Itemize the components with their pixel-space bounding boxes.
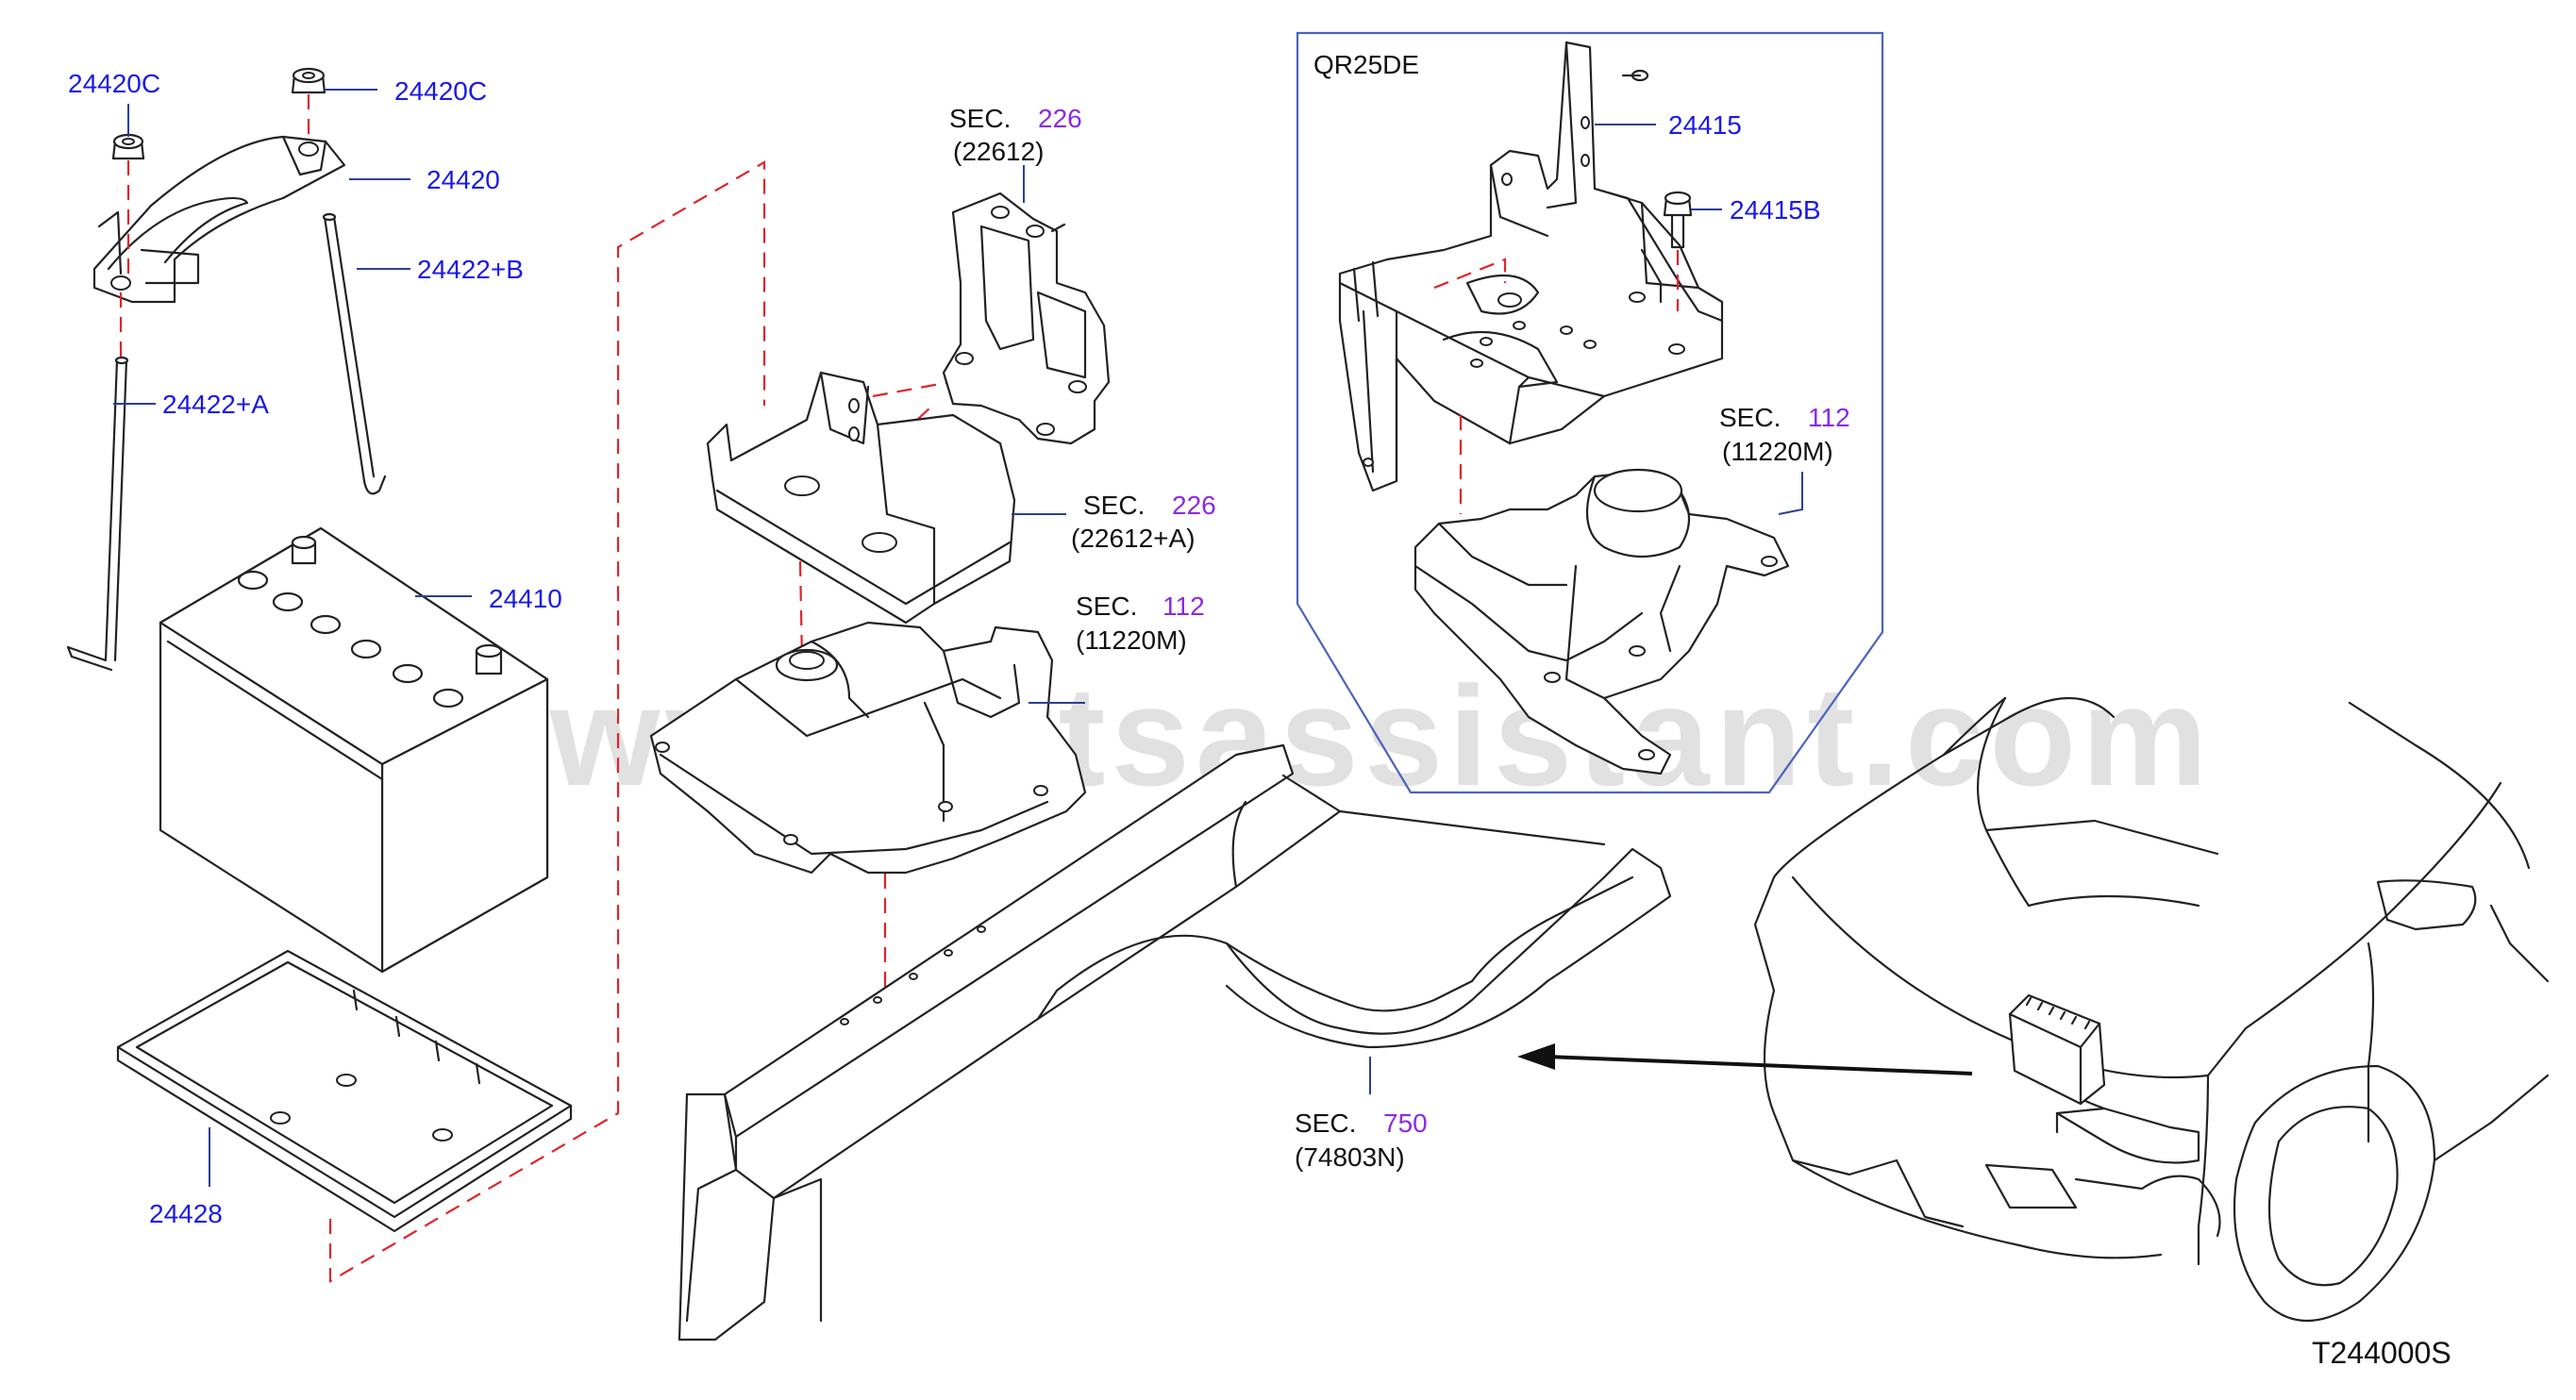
bracket-22612[interactable]	[942, 192, 1111, 445]
section-number: 226	[1038, 104, 1082, 133]
section-number: 112	[1808, 403, 1850, 432]
hex-nut-left[interactable]	[111, 133, 145, 160]
battery-cell-caps	[237, 570, 464, 708]
part-label-24415[interactable]: 24415	[1668, 110, 1742, 140]
part-label-24422b[interactable]: 24422+B	[417, 255, 524, 284]
bolt-24415b[interactable]	[1663, 191, 1693, 249]
section-code: (22612)	[953, 137, 1045, 166]
part-label-24422a[interactable]: 24422+A	[162, 390, 269, 419]
battery-terminal-negative	[291, 535, 317, 565]
hex-nut-right[interactable]	[291, 67, 326, 94]
part-label-24420c-right[interactable]: 24420C	[394, 76, 487, 106]
section-prefix: SEC.	[1295, 1108, 1356, 1138]
part-label-24415b[interactable]: 24415B	[1730, 195, 1821, 225]
section-ref-750-74803n[interactable]: SEC. 750 (74803N)	[1295, 1108, 1428, 1172]
vehicle-locator	[1753, 696, 2550, 1322]
j-hook-rod-a[interactable]	[66, 356, 129, 672]
battery-tray[interactable]	[116, 949, 573, 1233]
location-arrow	[1517, 1043, 1973, 1075]
section-number: 112	[1163, 592, 1205, 621]
part-label-24428[interactable]: 24428	[149, 1199, 223, 1228]
guide-carrier	[1433, 258, 1507, 290]
section-prefix: SEC.	[1076, 592, 1137, 621]
section-number: 750	[1383, 1108, 1428, 1138]
section-ref-226-22612a[interactable]: SEC. 226 (22612+A)	[1071, 491, 1216, 553]
part-label-24420[interactable]: 24420	[427, 165, 500, 194]
part-label-24420c-left[interactable]: 24420C	[68, 69, 160, 98]
section-code: (11220M)	[1076, 625, 1187, 655]
battery-terminal-positive	[475, 643, 503, 675]
part-label-24410[interactable]: 24410	[489, 584, 562, 613]
section-number: 226	[1172, 491, 1216, 520]
section-ref-112-11220m-qr25de[interactable]: SEC. 112 (11220M)	[1719, 403, 1850, 466]
section-prefix: SEC.	[1083, 491, 1145, 520]
leader-lines	[113, 89, 1803, 1187]
battery-location-icon	[2008, 993, 2106, 1106]
section-code: (74803N)	[1295, 1142, 1405, 1172]
section-ref-226-22612[interactable]: SEC. 226 (22612)	[949, 104, 1082, 166]
battery[interactable]	[159, 526, 549, 974]
section-code: (11220M)	[1722, 437, 1833, 466]
battery-hold-down-bracket[interactable]	[92, 135, 346, 304]
battery-carrier-24415[interactable]	[1338, 41, 1724, 492]
front-side-member[interactable]	[677, 743, 1672, 1342]
section-ref-112-11220m[interactable]: SEC. 112 (11220M)	[1076, 592, 1205, 655]
j-hook-rod-b[interactable]	[322, 212, 387, 495]
section-code: (22612+A)	[1071, 524, 1196, 553]
engine-variant-title: QR25DE	[1313, 50, 1419, 79]
section-prefix: SEC.	[949, 104, 1011, 133]
engine-mount-11220m-qr25de[interactable]	[1413, 468, 1790, 775]
qr25de-variant-box: QR25DE	[1296, 31, 1884, 794]
bracket-22612-a[interactable]	[706, 371, 1016, 625]
engine-mount-11220m[interactable]	[649, 621, 1087, 875]
section-prefix: SEC.	[1719, 403, 1781, 432]
diagram-code: T244000S	[2312, 1336, 2451, 1370]
